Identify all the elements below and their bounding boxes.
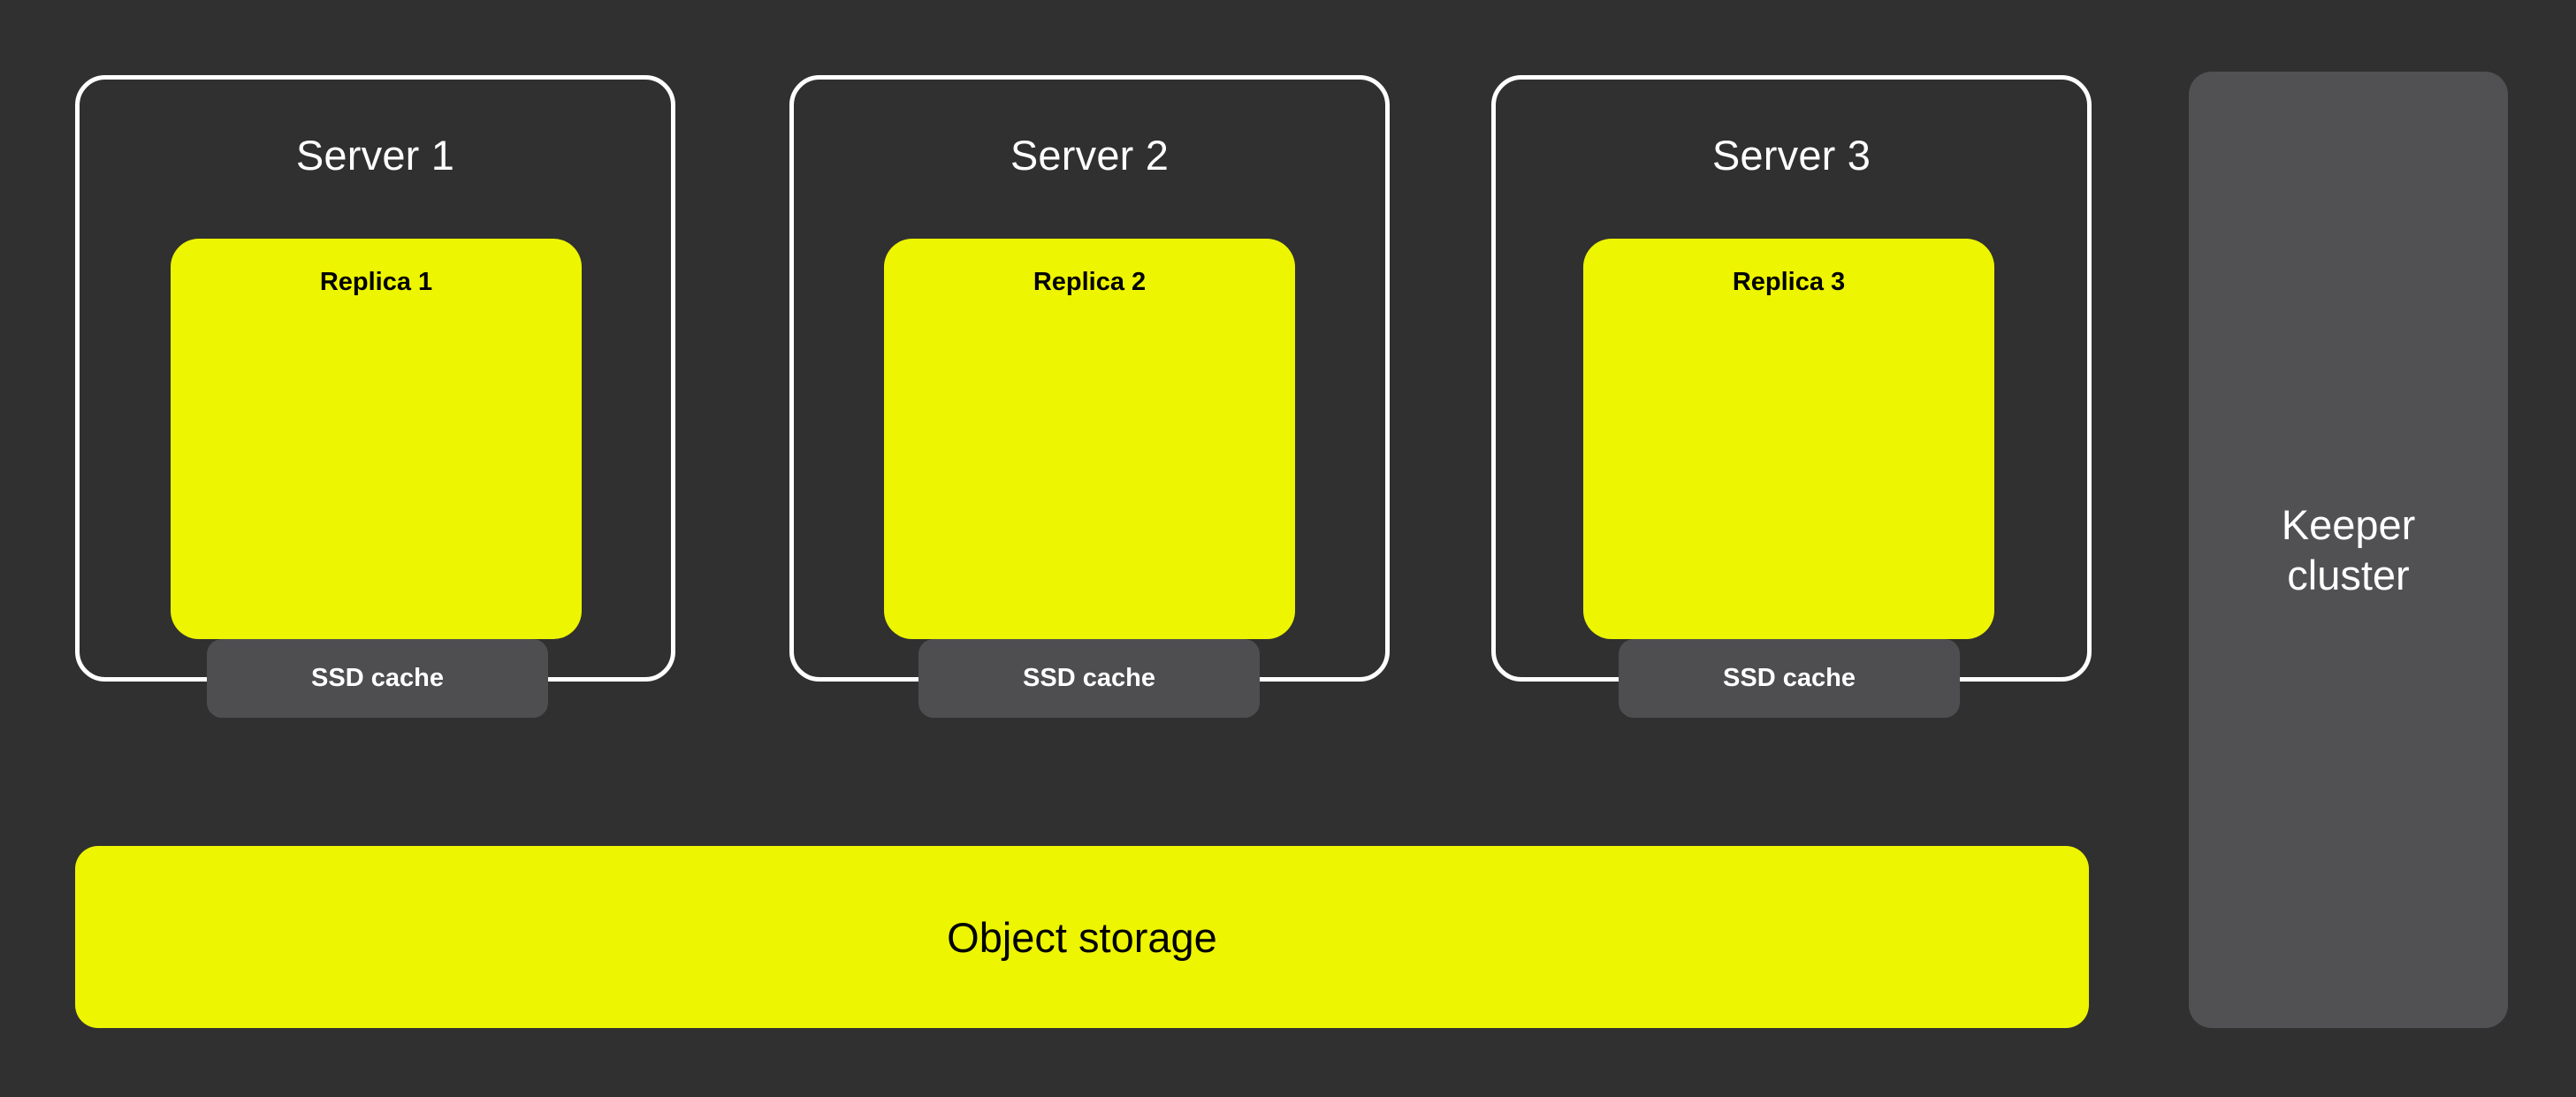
replica-label-1: Replica 1 bbox=[319, 268, 433, 296]
replica-box-2: Replica 2 bbox=[884, 239, 1295, 639]
object-storage-label: Object storage bbox=[947, 913, 1217, 961]
replica-box-3: Replica 3 bbox=[1583, 239, 1994, 639]
server-title-1: Server 1 bbox=[295, 132, 455, 179]
keeper-cluster-label: Keeper cluster bbox=[2281, 500, 2416, 598]
replica-label-3: Replica 3 bbox=[1732, 268, 1846, 296]
ssd-cache-box-1: SSD cache bbox=[207, 639, 548, 718]
ssd-cache-label-3: SSD cache bbox=[1723, 664, 1856, 692]
object-storage-box: Object storage bbox=[75, 846, 2089, 1028]
server-title-2: Server 2 bbox=[1010, 132, 1170, 179]
server-title-3: Server 3 bbox=[1711, 132, 1871, 179]
ssd-cache-label-1: SSD cache bbox=[311, 664, 444, 692]
ssd-cache-label-2: SSD cache bbox=[1023, 664, 1155, 692]
ssd-cache-box-2: SSD cache bbox=[918, 639, 1260, 718]
replica-box-1: Replica 1 bbox=[171, 239, 582, 639]
ssd-cache-box-3: SSD cache bbox=[1619, 639, 1960, 718]
keeper-cluster-box: Keeper cluster bbox=[2189, 72, 2508, 1028]
replica-label-2: Replica 2 bbox=[1033, 268, 1147, 296]
